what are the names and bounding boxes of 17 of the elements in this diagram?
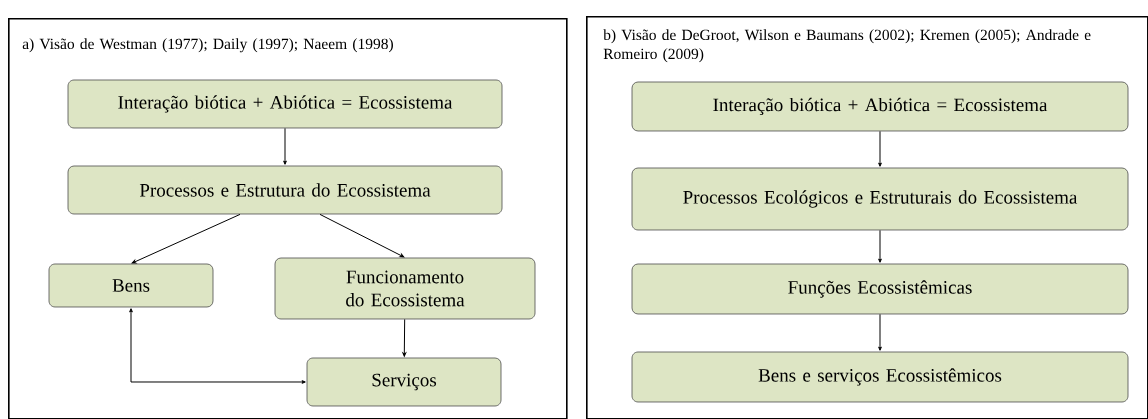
process-box: Processos Ecológicos e Estruturais do Ecossistema xyxy=(631,167,1129,231)
arrow xyxy=(878,229,882,263)
process-box: Funcionamento do Ecossistema xyxy=(274,257,536,320)
process-box: Funções Ecossistêmicas xyxy=(631,263,1129,315)
process-box: Interação biótica + Abiótica = Ecossistema xyxy=(631,81,1129,132)
process-box: Bens e serviços Ecossistêmicos xyxy=(631,351,1129,403)
arrow xyxy=(131,213,241,264)
arrow xyxy=(878,313,882,351)
process-box: Interação biótica + Abiótica = Ecossistema xyxy=(67,79,503,129)
arrow xyxy=(283,127,287,165)
arrow xyxy=(319,213,405,258)
arrow xyxy=(129,308,306,384)
arrow xyxy=(878,130,882,167)
process-box: Serviços xyxy=(306,357,502,407)
process-box: Processos e Estrutura do Ecossistema xyxy=(67,165,503,215)
process-box: Bens xyxy=(48,263,214,308)
arrow xyxy=(402,318,407,357)
